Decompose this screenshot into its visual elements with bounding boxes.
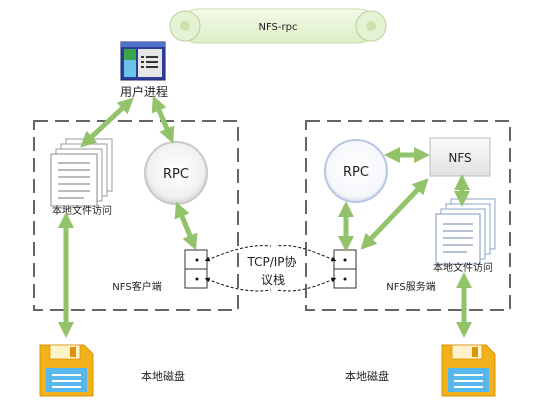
server-nfs-label: NFS [448,151,471,165]
server-rpc-label: RPC [343,165,369,180]
client-boundary [33,120,239,311]
client-rpc-node: RPC [144,141,208,205]
server-port-block [333,249,357,289]
right-disk-icon [441,344,496,397]
arrow-client-rpc-to-port [174,201,198,251]
client-rpc-label: RPC [163,167,189,182]
network-stack-label-line2: 议栈 [261,272,285,287]
server-node-label: NFS服务端 [386,280,435,293]
server-boundary [305,120,511,311]
left-disk-icon [39,344,94,397]
user-process-label: 用户进程 [120,84,168,99]
user-process-icon [120,41,166,81]
server-rpc-node: RPC [324,139,388,203]
client-port-block [184,249,208,289]
flow-arrows [57,95,473,339]
client-node-label: NFS客户端 [112,280,161,293]
left-disk-label: 本地磁盘 [141,369,185,383]
server-files-icon [435,198,496,265]
arrow-user-to-client-rpc [151,95,175,144]
server-nfs-node: NFS [429,137,491,177]
server-files-label: 本地文件访问 [433,261,493,274]
network-stack-label-line1: TCP/IP协 [246,254,296,269]
client-files-label: 本地文件访问 [52,204,112,217]
right-disk-label: 本地磁盘 [345,369,389,383]
banner-scroll: NFS-rpc [169,8,387,44]
arrow-user-to-client-files [80,97,134,148]
network-links [204,245,337,292]
banner-title: NFS-rpc [259,22,298,33]
arrow-server-port-to-nfs [360,178,429,250]
client-files-icon [50,138,113,207]
